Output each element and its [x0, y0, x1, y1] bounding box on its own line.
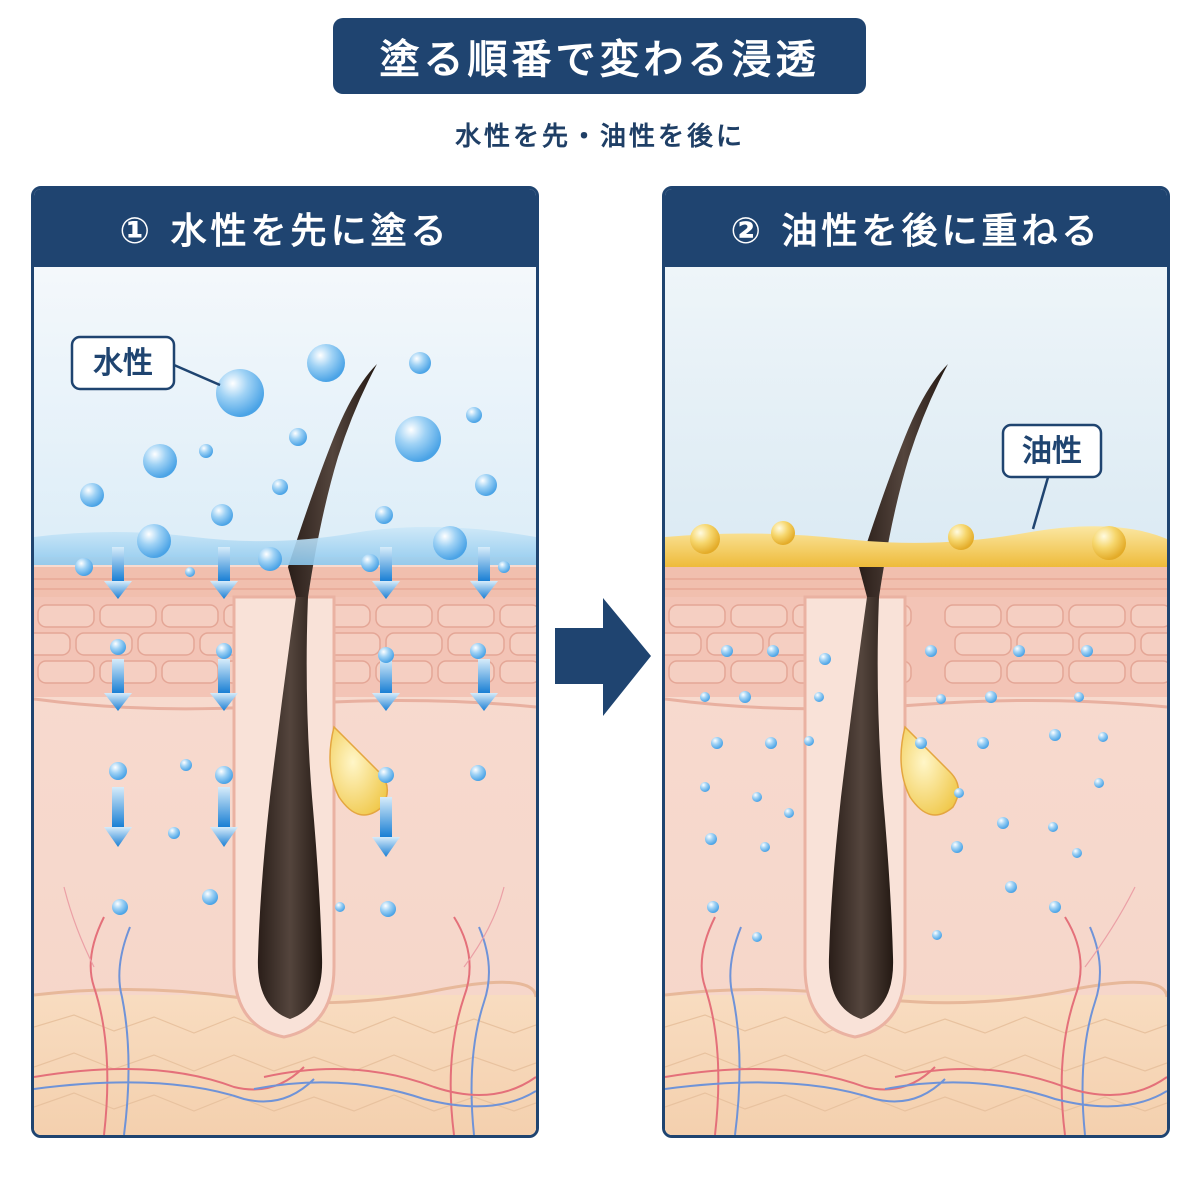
panel-oil-after: ② 油性を後に重ねる [662, 186, 1170, 1138]
page-subtitle: 水性を先・油性を後に [454, 122, 745, 152]
skin-diagram-oil: 油性 [665, 267, 1167, 1135]
page-title: 塗る順番で変わる浸透 [379, 37, 820, 83]
water-drops [700, 645, 1108, 942]
panel-water-first: ① 水性を先に塗る [31, 186, 539, 1138]
panel-header: ② 油性を後に重ねる [665, 189, 1167, 267]
water-drops [75, 344, 510, 917]
water-label: 水性 [93, 346, 153, 381]
panel-header: ① 水性を先に塗る [34, 189, 536, 267]
panel-heading: ② 油性を後に重ねる [730, 211, 1102, 252]
next-step-arrow-icon [555, 598, 651, 716]
title-banner: 塗る順番で変わる浸透 [333, 18, 866, 94]
water-label-box [70, 335, 176, 391]
oil-label: 油性 [1022, 434, 1082, 469]
skin-diagram-water: 水性 [34, 267, 536, 1135]
panel-heading: ① 水性を先に塗る [119, 211, 451, 252]
oil-drops [690, 521, 1126, 560]
penetration-arrow [104, 547, 132, 599]
oil-label-box [1001, 423, 1103, 479]
